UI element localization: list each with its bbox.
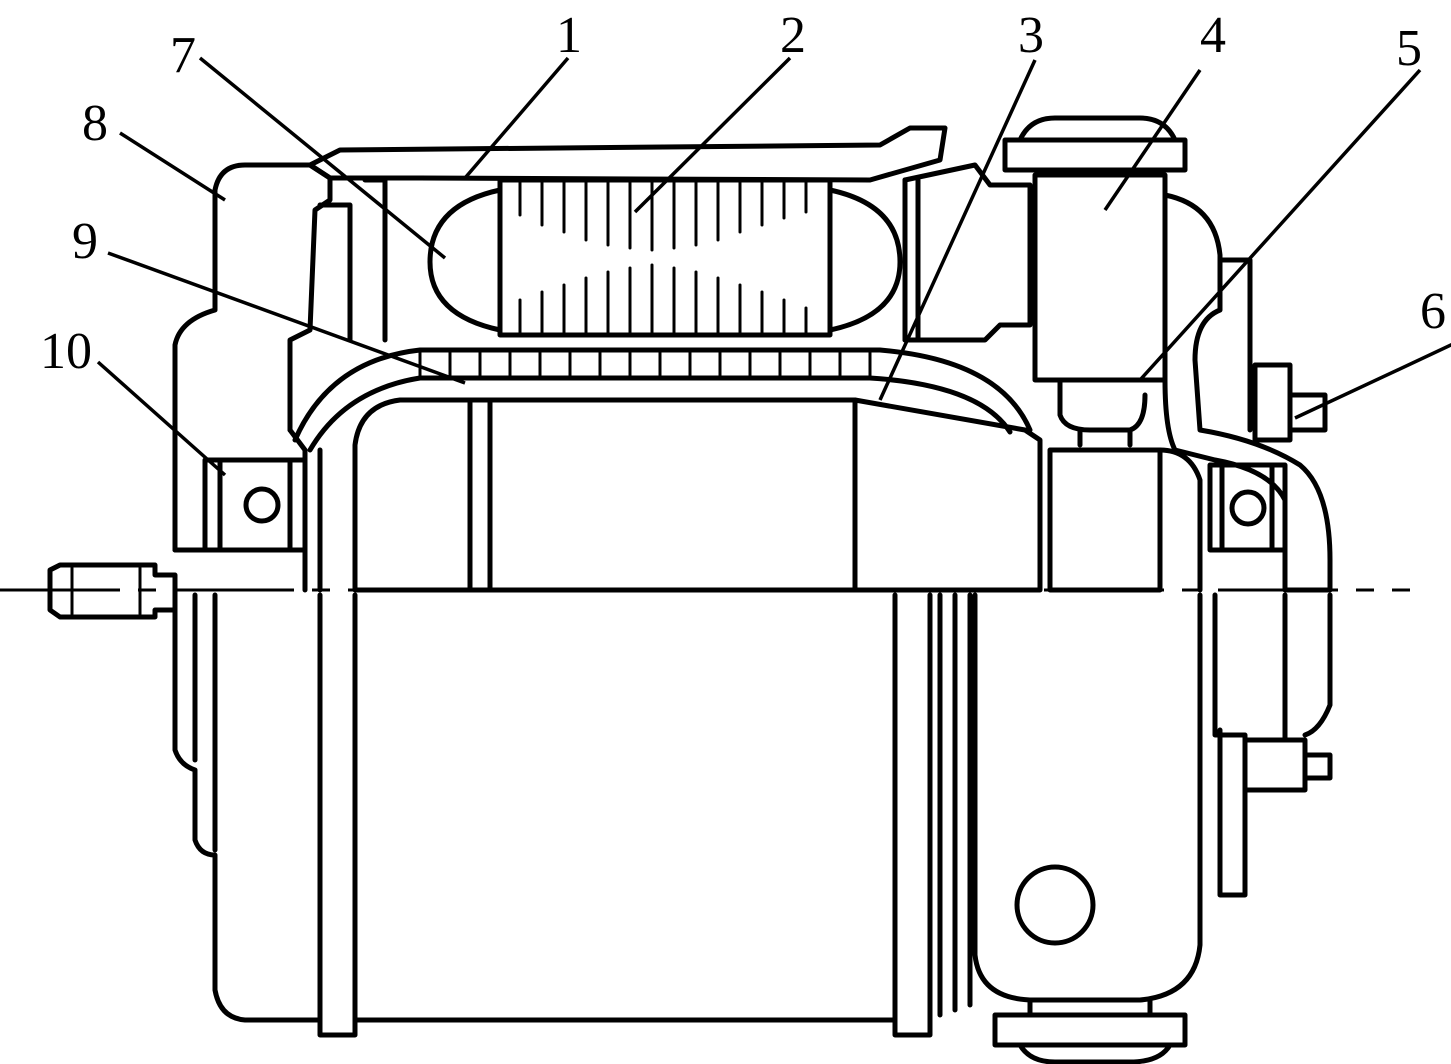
right-cover-exterior — [1212, 592, 1248, 898]
rotor-end-ring-right — [852, 397, 1043, 593]
mounting-lug — [972, 592, 1203, 1003]
leader-5 — [1138, 68, 1422, 382]
body-exterior — [317, 592, 933, 1038]
leader-4 — [1103, 69, 1202, 211]
stator-winding-left — [427, 187, 503, 333]
left-cover-exterior — [172, 592, 323, 1023]
label-8: 8 — [82, 95, 108, 152]
leader-7 — [198, 56, 447, 260]
leader-3 — [878, 59, 1037, 401]
stator-core — [497, 177, 833, 338]
commutator — [1047, 447, 1163, 593]
rotor-core — [467, 397, 858, 593]
exterior-terminal — [1242, 737, 1308, 793]
left-bearing — [202, 457, 308, 553]
label-6: 6 — [1420, 283, 1446, 340]
callout-labels: 1 2 3 4 5 6 7 8 9 10 — [40, 7, 1446, 380]
mounting-bolt — [1014, 864, 1096, 946]
stator-laminations — [518, 180, 808, 335]
label-10: 10 — [40, 323, 92, 380]
leader-8 — [119, 131, 226, 202]
leader-6 — [1294, 343, 1451, 420]
leader-1 — [463, 56, 570, 180]
rotor-bars-band — [287, 342, 1033, 453]
label-5: 5 — [1396, 20, 1422, 77]
left-end-cover — [172, 162, 333, 553]
label-2: 2 — [780, 7, 806, 64]
leader-10 — [96, 360, 227, 477]
brush-holder — [1032, 172, 1168, 383]
label-9: 9 — [72, 213, 98, 270]
label-7: 7 — [170, 27, 196, 84]
label-3: 3 — [1018, 7, 1044, 64]
right-end-cover — [1162, 192, 1333, 593]
leader-lines — [96, 56, 1451, 477]
label-4: 4 — [1200, 7, 1226, 64]
leader-2 — [633, 56, 792, 214]
right-end-plate — [902, 162, 1033, 343]
right-bearing — [1207, 462, 1288, 553]
brush-cap — [1002, 137, 1188, 173]
rotor-end-ring-left — [352, 397, 473, 593]
label-1: 1 — [556, 7, 582, 64]
shaft — [172, 547, 308, 593]
leader-9 — [107, 251, 466, 385]
exterior-view — [172, 592, 1333, 1064]
section-view — [47, 115, 1333, 620]
bottom-screw-head — [992, 1012, 1188, 1048]
stator-winding-right — [827, 187, 903, 333]
housing-frame — [307, 125, 948, 183]
terminal-grommet — [1252, 362, 1293, 443]
